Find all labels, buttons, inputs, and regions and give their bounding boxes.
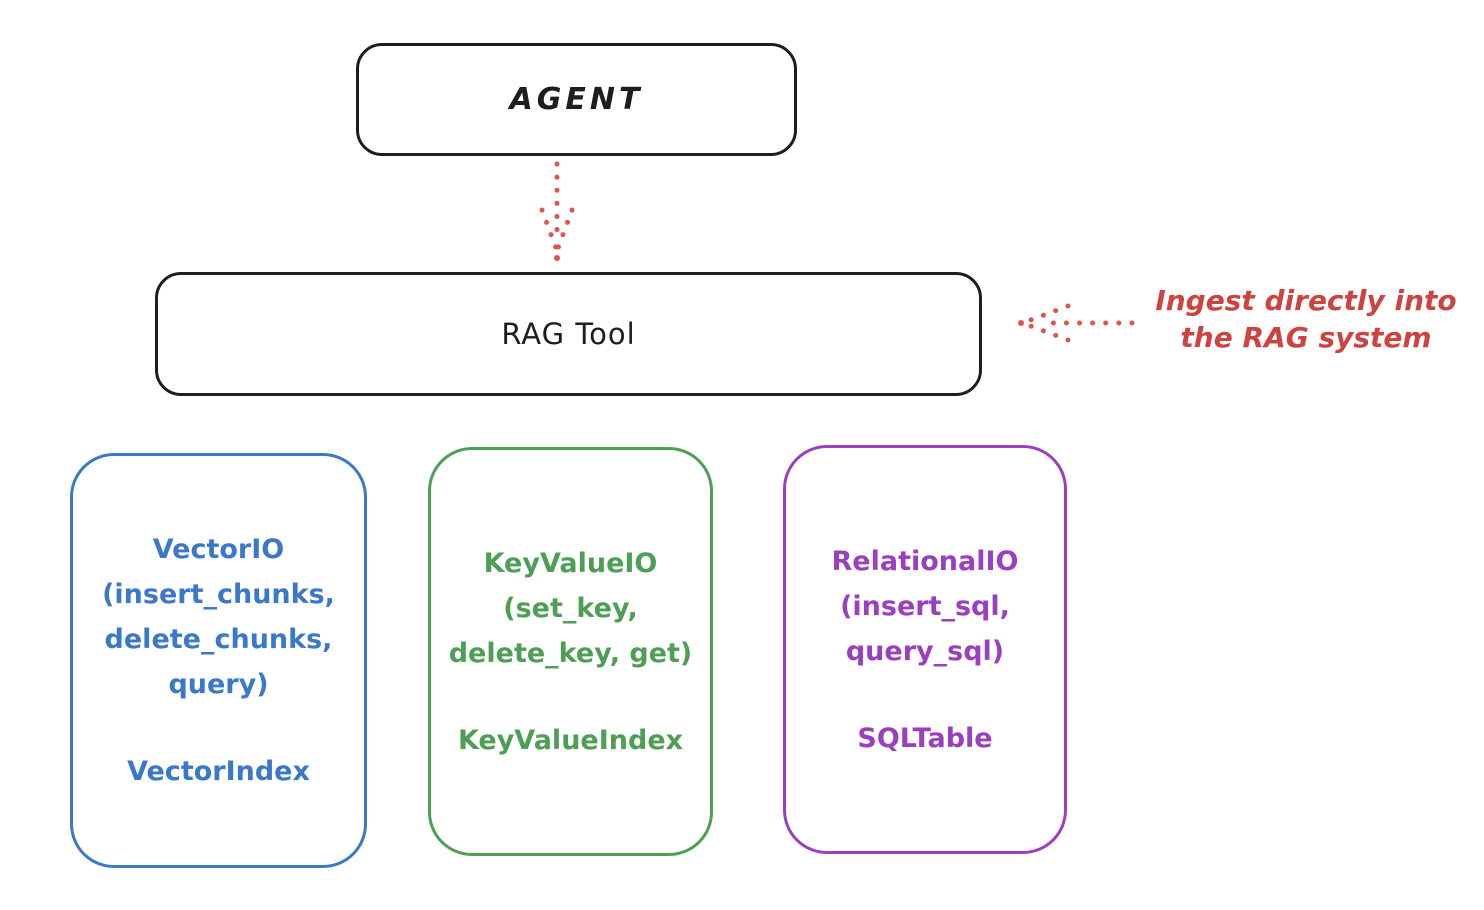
vector-io-methods: VectorIO (insert_chunks, delete_chunks, … xyxy=(102,527,335,707)
keyvalue-io-methods: KeyValueIO (set_key, delete_key, get) xyxy=(449,541,693,676)
keyvalue-io-index-label: KeyValueIndex xyxy=(457,724,684,756)
ingest-annotation-line2: the RAG system xyxy=(1180,321,1432,354)
agent-node[interactable]: AGENT xyxy=(356,43,797,156)
arrow-agent-to-ragtool-icon xyxy=(539,161,575,261)
relational-io-title: RelationalIO xyxy=(831,545,1019,577)
vector-io-method-line: delete_chunks, xyxy=(104,624,333,655)
keyvalue-io-method-line: delete_key, get) xyxy=(448,637,693,669)
ingest-annotation-line1: Ingest directly into xyxy=(1155,284,1457,317)
relational-io-node[interactable]: RelationalIO (insert_sql, query_sql) SQL… xyxy=(783,445,1067,854)
ingest-annotation: Ingest directly into the RAG system xyxy=(1138,282,1474,356)
arrow-ingest-to-ragtool-icon xyxy=(1018,303,1135,343)
relational-io-index-label: SQLTable xyxy=(857,722,993,754)
relational-io-method-line: query_sql) xyxy=(845,635,1005,667)
vector-io-index-label: VectorIndex xyxy=(127,756,310,787)
vector-io-method-line: query) xyxy=(168,669,269,700)
vector-io-method-line: (insert_chunks, xyxy=(102,579,335,610)
relational-io-methods: RelationalIO (insert_sql, query_sql) xyxy=(832,539,1019,674)
rag-tool-label: RAG Tool xyxy=(501,317,636,351)
vector-io-node[interactable]: VectorIO (insert_chunks, delete_chunks, … xyxy=(70,453,367,868)
relational-io-method-line: (insert_sql, xyxy=(840,590,1010,622)
keyvalue-io-node[interactable]: KeyValueIO (set_key, delete_key, get) Ke… xyxy=(428,447,713,856)
vector-io-title: VectorIO xyxy=(152,534,285,565)
keyvalue-io-method-line: (set_key, xyxy=(503,592,638,624)
keyvalue-io-title: KeyValueIO xyxy=(483,547,658,579)
agent-label: AGENT xyxy=(509,82,644,117)
rag-tool-node[interactable]: RAG Tool xyxy=(155,272,982,396)
